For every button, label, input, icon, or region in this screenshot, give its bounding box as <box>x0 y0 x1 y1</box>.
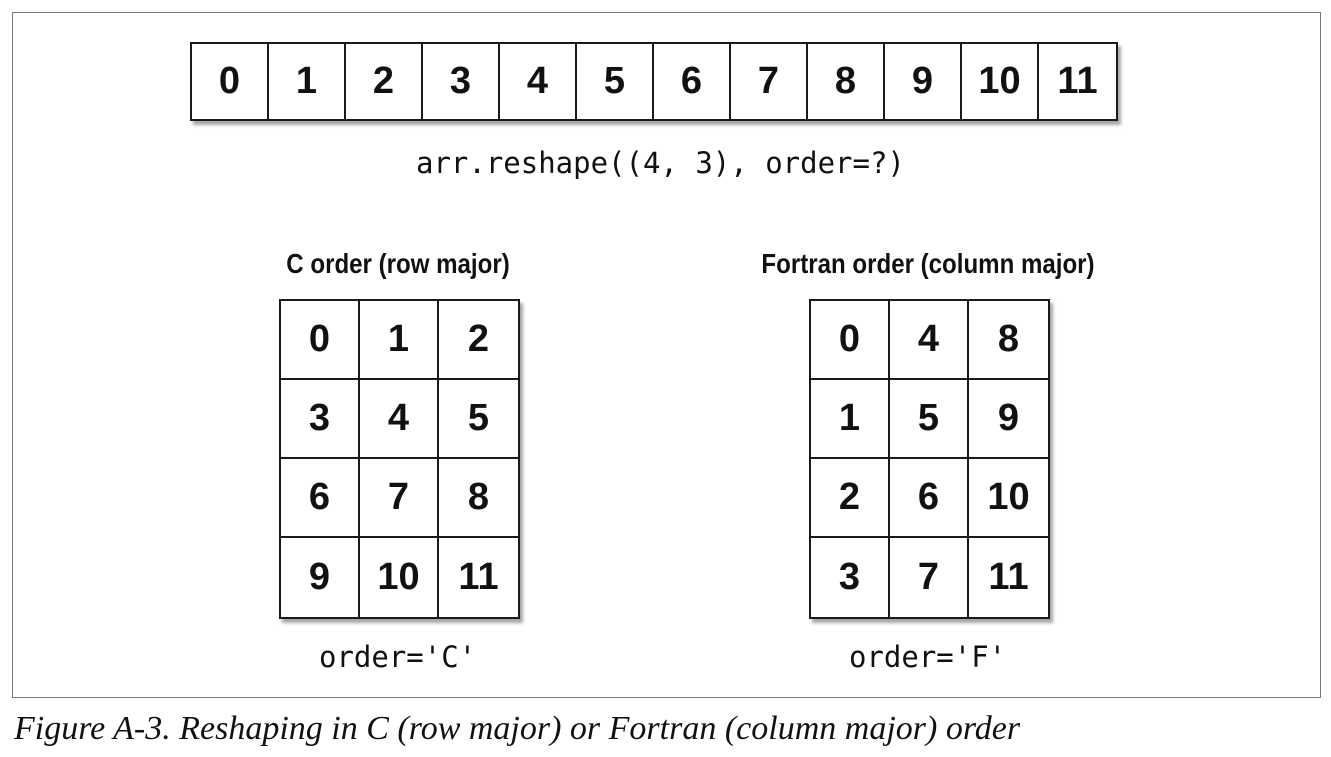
fortran-order-cell: 8 <box>969 301 1048 380</box>
fortran-order-cell: 11 <box>988 556 1029 598</box>
c-order-cell: 8 <box>439 459 518 538</box>
flat-array-cell: 6 <box>654 44 731 119</box>
fortran-order-cell: 2 <box>811 459 890 538</box>
flat-array-cell: 1 <box>269 44 346 119</box>
fortran-order-cell: 7 <box>890 538 969 617</box>
fortran-order-cell: 0 <box>811 301 890 380</box>
fortran-order-cell: 1 <box>811 380 890 459</box>
flat-array-cell: 8 <box>808 44 885 119</box>
fortran-order-heading: Fortran order (column major) <box>761 248 1095 279</box>
c-order-cell: 9 <box>281 538 360 617</box>
c-order-cell: 7 <box>360 459 439 538</box>
flat-array-cell: 9 <box>885 44 962 119</box>
fortran-order-cell: 4 <box>890 301 969 380</box>
c-order-cell: 0 <box>281 301 360 380</box>
reshape-call-code: arr.reshape((4, 3), order=?) <box>416 146 905 180</box>
fortran-order-cell: 10 <box>969 459 1048 538</box>
c-order-grid: 0 1 2 3 4 5 6 7 8 9 10 11 <box>279 299 520 619</box>
fortran-order-cell: 3 <box>811 538 890 617</box>
c-order-cell: 5 <box>439 380 518 459</box>
flat-array-cell: 5 <box>577 44 654 119</box>
c-order-cell: 10 <box>360 538 439 617</box>
flat-array-cell: 7 <box>731 44 808 119</box>
flat-array-cell: 3 <box>423 44 500 119</box>
c-order-cell: 6 <box>281 459 360 538</box>
c-order-cell: 4 <box>360 380 439 459</box>
c-order-cell: 1 <box>360 301 439 380</box>
c-order-label: order='C' <box>319 640 477 674</box>
fortran-order-cell: 6 <box>890 459 969 538</box>
flat-array-cell: 0 <box>192 44 269 119</box>
fortran-order-label: order='F' <box>849 640 1007 674</box>
fortran-order-cell: 9 <box>969 380 1048 459</box>
flat-array-cell: 4 <box>500 44 577 119</box>
flat-array-cell: 11 <box>1057 60 1098 102</box>
fortran-order-grid: 0 4 8 1 5 9 2 6 10 3 7 11 <box>809 299 1050 619</box>
flat-array-cell: 2 <box>346 44 423 119</box>
c-order-cell: 11 <box>458 556 499 598</box>
figure-caption: Figure A-3. Reshaping in C (row major) o… <box>14 710 1021 747</box>
c-order-cell: 2 <box>439 301 518 380</box>
c-order-heading: C order (row major) <box>286 248 510 279</box>
flat-array-cell: 10 <box>962 44 1039 119</box>
fortran-order-cell: 5 <box>890 380 969 459</box>
c-order-cell: 3 <box>281 380 360 459</box>
figure-frame <box>12 12 1321 698</box>
flat-array: 0 1 2 3 4 5 6 7 8 9 10 11 <box>190 42 1118 121</box>
